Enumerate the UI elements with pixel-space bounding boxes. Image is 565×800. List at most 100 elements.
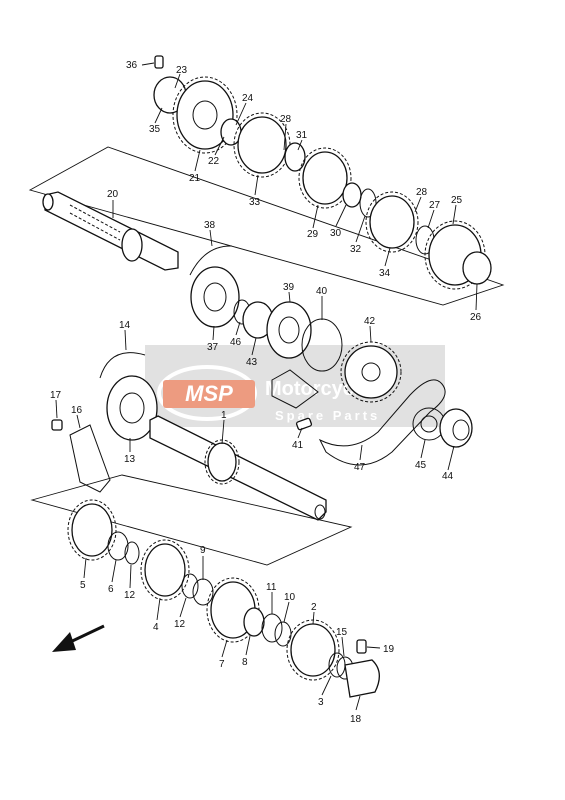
part-label-3: 3 — [318, 697, 324, 708]
part-label-22: 22 — [208, 156, 220, 167]
part-labels: 36 23 35 24 28 31 22 21 33 20 28 27 25 2… — [50, 60, 482, 725]
part-label-39: 39 — [283, 282, 295, 293]
part-label-6: 6 — [108, 584, 114, 595]
washer-11 — [261, 613, 283, 643]
leader-28b — [414, 196, 422, 213]
part-label-30: 30 — [330, 228, 342, 239]
countershaft-collar — [121, 228, 143, 262]
washer-6 — [107, 531, 129, 561]
bearing-13-bore — [119, 392, 145, 424]
part-label-20: 20 — [107, 189, 119, 200]
gear-5 — [71, 503, 113, 557]
bearing-37-bore — [203, 282, 227, 312]
part-label-19: 19 — [383, 644, 395, 655]
part-label-7: 7 — [219, 659, 225, 670]
watermark-logo-text: MSP — [185, 381, 233, 406]
leader-19 — [366, 646, 381, 649]
circlip-12a — [124, 541, 140, 565]
gear-23 — [176, 80, 234, 150]
part-label-33: 33 — [249, 197, 261, 208]
leader-42 — [369, 325, 372, 343]
part-label-1: 1 — [221, 410, 227, 421]
leader-23 — [174, 73, 181, 89]
part-label-44: 44 — [442, 471, 454, 482]
part-label-37: 37 — [207, 342, 219, 353]
leader-12b — [179, 597, 187, 618]
leader-41 — [297, 427, 303, 439]
gear-34 — [369, 195, 415, 249]
mainshaft-1 — [149, 415, 327, 521]
circlip-38 — [189, 245, 233, 276]
nut-44 — [439, 408, 473, 448]
bearing-37 — [190, 266, 240, 328]
leader-27 — [427, 209, 435, 229]
left-bearing-group — [51, 352, 158, 493]
leader-7 — [221, 639, 228, 658]
leader-34 — [384, 247, 391, 267]
leader-46 — [235, 321, 241, 336]
part-label-43: 43 — [246, 357, 258, 368]
watermark: MSP Motorcycle Spare Parts — [145, 345, 445, 427]
leader-15 — [341, 636, 345, 657]
countershaft-splines — [69, 204, 121, 241]
sprocket-42-hub — [361, 362, 381, 382]
leader-44 — [447, 445, 455, 471]
seal-39 — [266, 301, 312, 359]
plate-41-bracket — [271, 369, 319, 409]
leader-4 — [156, 597, 161, 621]
part-label-47: 47 — [354, 462, 366, 473]
part-label-4: 4 — [153, 622, 159, 633]
leader-33 — [254, 174, 259, 196]
gear-34-teeth — [365, 191, 419, 253]
arrow-down-left-icon — [52, 624, 105, 652]
leader-35 — [154, 107, 163, 124]
leader-12a — [129, 564, 132, 589]
part-label-5: 5 — [80, 580, 86, 591]
countershaft-end — [42, 193, 54, 211]
arrow-head — [52, 632, 76, 652]
part-label-2: 2 — [311, 602, 317, 613]
watermark-logo-box — [163, 380, 255, 408]
part-label-16: 16 — [71, 405, 83, 416]
bearing-13 — [106, 375, 158, 441]
mainshaft-gear — [207, 442, 237, 482]
part-label-17: 17 — [50, 390, 62, 401]
part-label-42: 42 — [364, 316, 376, 327]
bolt-17 — [51, 419, 63, 431]
bushing-26 — [462, 251, 492, 285]
part-label-13: 13 — [124, 454, 136, 465]
washer-45-bore — [420, 415, 438, 433]
nut-44-bore — [452, 419, 470, 441]
part-label-26: 26 — [470, 312, 482, 323]
sprocket-42 — [344, 345, 398, 399]
leader-31 — [297, 139, 303, 151]
part-label-36: 36 — [126, 60, 138, 71]
output-bearing-group — [189, 245, 402, 403]
leader-3 — [321, 675, 332, 696]
countershaft-body — [44, 191, 179, 271]
leader-17 — [55, 399, 58, 419]
part-label-15: 15 — [336, 627, 348, 638]
part-label-46: 46 — [230, 337, 242, 348]
seal-39-bore — [278, 316, 300, 344]
part-label-45: 45 — [415, 460, 427, 471]
part-label-38: 38 — [204, 220, 216, 231]
part-label-12: 12 — [124, 590, 136, 601]
collar-18 — [344, 659, 380, 698]
leader-22 — [214, 136, 225, 156]
leader-6 — [111, 559, 117, 583]
leader-5 — [83, 557, 87, 579]
washer-9 — [192, 578, 214, 606]
chain-47 — [318, 379, 446, 466]
leader-36 — [141, 62, 155, 66]
leader-45 — [420, 439, 426, 459]
part-label-11: 11 — [266, 582, 277, 593]
leader-43 — [251, 337, 257, 356]
part-label-21: 21 — [189, 173, 201, 184]
leader-18 — [355, 695, 361, 711]
top-gear-cluster — [153, 55, 492, 290]
leader-2 — [312, 611, 315, 625]
gear-23-teeth — [172, 76, 238, 154]
leader-28a — [283, 123, 287, 151]
